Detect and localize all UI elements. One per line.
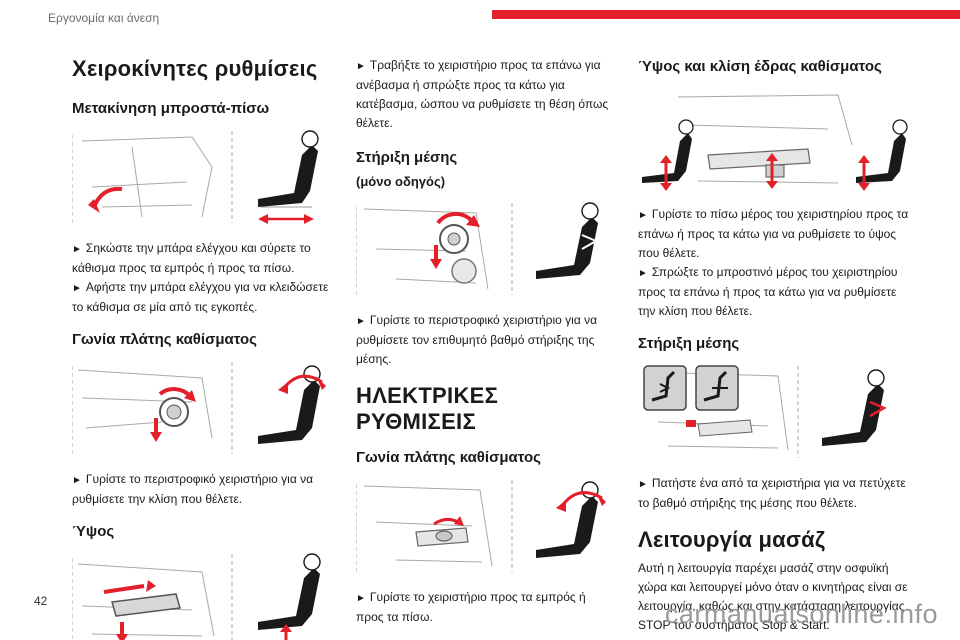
column-3: Ύψος και κλίση έδρας καθίσματος ►Γυρίστε… bbox=[638, 58, 910, 640]
bullet-arrow-icon: ► bbox=[356, 61, 366, 72]
lumbar-knob-illustration bbox=[356, 202, 599, 295]
massage-title: Λειτουργία μασάζ bbox=[638, 527, 826, 552]
instruction-cushion-height-tilt: ►Γυρίστε το πίσω μέρος του χειριστηρίου … bbox=[638, 207, 909, 318]
instruction-electric-lumbar: ►Πατήστε ένα από τα χειριστήρια για να π… bbox=[638, 476, 906, 510]
bullet-arrow-icon: ► bbox=[72, 244, 82, 255]
figure-fore-aft bbox=[72, 127, 334, 229]
instruction-height: ►Τραβήξτε το χειριστήριο προς τα επάνω γ… bbox=[356, 58, 609, 130]
bullet-arrow-icon: ► bbox=[638, 268, 648, 279]
figure-cushion-height-tilt bbox=[638, 85, 910, 195]
bullet-arrow-icon: ► bbox=[72, 475, 82, 486]
instruction-lumbar-manual: ►Γυρίστε το περιστροφικό χειριστήριο για… bbox=[356, 313, 598, 366]
instruction-fore-aft-1: ►Σηκώστε την μπάρα ελέγχου και σύρετε το… bbox=[72, 241, 329, 314]
massage-description: Αυτή η λειτουργία παρέχει μασάζ στην οσφ… bbox=[638, 561, 908, 632]
subheading-driver-only: (μόνο οδηγός) bbox=[356, 174, 446, 189]
bullet-arrow-icon: ► bbox=[72, 283, 82, 294]
page-number: 42 bbox=[34, 594, 48, 608]
instruction-electric-backrest: ►Γυρίστε το χειριστήριο προς τα εμπρός ή… bbox=[356, 590, 586, 624]
heading-lumbar: Στήριξη μέσης bbox=[356, 149, 458, 166]
page-title: Χειροκίνητες ρυθμίσεις bbox=[72, 56, 318, 81]
electric-backrest-switch-illustration bbox=[356, 480, 606, 572]
figure-lumbar-manual bbox=[356, 199, 610, 301]
heading-electric-backrest: Γωνία πλάτης καθίσματος bbox=[356, 449, 541, 466]
figure-electric-lumbar bbox=[638, 362, 910, 464]
figure-electric-backrest bbox=[356, 476, 610, 578]
column-2: ►Τραβήξτε το χειριστήριο προς τα επάνω γ… bbox=[356, 56, 610, 640]
electric-settings-title: ΗΛΕΚΤΡΙΚΕΣ ΡΥΘΜΙΣΕΙΣ bbox=[356, 383, 499, 434]
bullet-arrow-icon: ► bbox=[638, 210, 648, 221]
heading-backrest-angle: Γωνία πλάτης καθίσματος bbox=[72, 331, 257, 348]
column-1: Χειροκίνητες ρυθμίσεις Μετακίνηση μπροστ… bbox=[72, 52, 334, 640]
bullet-arrow-icon: ► bbox=[638, 479, 648, 490]
cushion-switch-illustration bbox=[642, 94, 908, 191]
bullet-arrow-icon: ► bbox=[356, 593, 366, 604]
lumbar-buttons-illustration bbox=[643, 365, 887, 458]
instruction-backrest-angle: ►Γυρίστε το περιστροφικό χειριστήριο για… bbox=[72, 472, 314, 506]
heading-fore-aft: Μετακίνηση μπροστά-πίσω bbox=[72, 100, 270, 117]
figure-height bbox=[72, 550, 334, 640]
section-header: Εργονομία και άνεση bbox=[48, 11, 160, 25]
figure-backrest-angle bbox=[72, 358, 334, 460]
watermark: carmanualsonline.info bbox=[664, 599, 938, 629]
header-accent-bar bbox=[492, 10, 960, 19]
heading-electric-lumbar: Στήριξη μέσης bbox=[638, 335, 740, 352]
backrest-knob-illustration bbox=[72, 362, 326, 454]
seat-fore-aft-illustration bbox=[72, 130, 319, 224]
bullet-arrow-icon: ► bbox=[356, 316, 366, 327]
heading-cushion-height-tilt: Ύψος και κλίση έδρας καθίσματος bbox=[638, 58, 882, 75]
heading-height: Ύψος bbox=[72, 523, 115, 540]
seat-height-lever-illustration bbox=[72, 553, 321, 640]
